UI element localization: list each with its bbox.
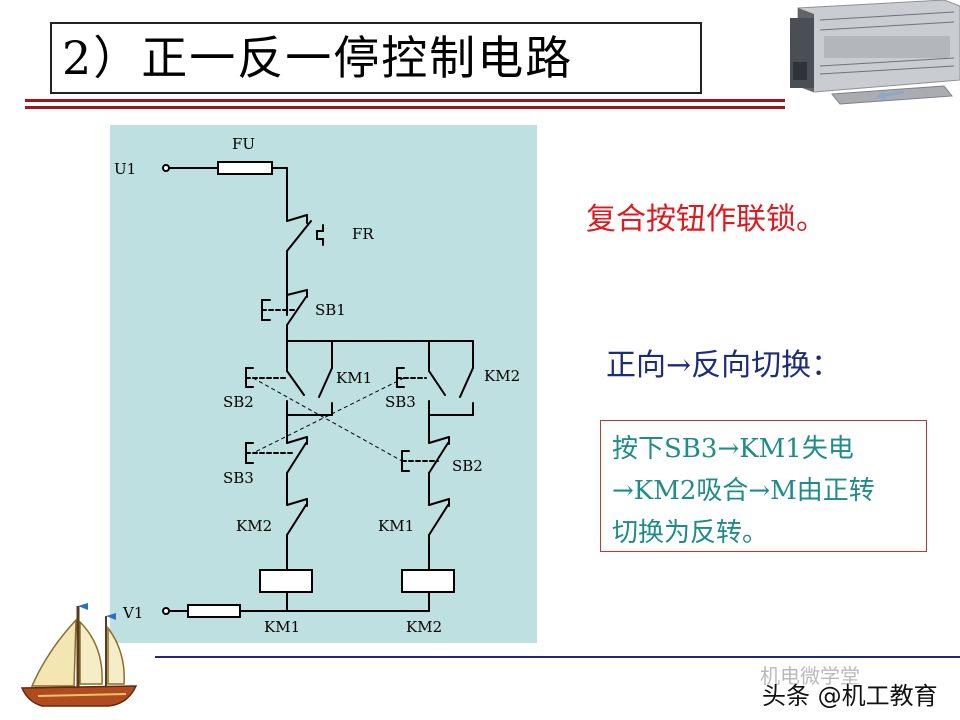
label-sb1: SB1 (315, 301, 346, 319)
label-sb3-upper: SB3 (385, 393, 416, 411)
label-km1-coil: KM1 (264, 618, 300, 636)
switch-heading: 正向→反向切换： (606, 348, 842, 383)
arrow-icon (875, 90, 905, 101)
label-sb2-left: SB2 (223, 393, 254, 411)
label-u1: U1 (114, 160, 136, 178)
label-km1-aux: KM1 (336, 369, 372, 387)
label-v1: V1 (122, 604, 143, 622)
page-title: 2）正一反一停控制电路 (62, 31, 574, 85)
circuit-wiring (162, 161, 474, 618)
label-sb2-lower: SB2 (452, 457, 483, 475)
label-km1-nc: KM1 (378, 517, 414, 535)
title-rule-bottom (25, 106, 785, 109)
label-km2-coil: KM2 (406, 618, 442, 636)
control-circuit-diagram: U1 FU FR SB1 SB2 KM1 SB3 KM2 SB3 SB2 KM2… (110, 125, 537, 643)
watermark-main: 头条 @机工教育 (762, 682, 938, 710)
label-km2-aux: KM2 (484, 367, 520, 385)
explanation-line-3: 切换为反转。 (612, 518, 769, 548)
title-box (50, 22, 702, 94)
watermark-faint: 机电微学堂 (760, 664, 860, 688)
diagram-labels: U1 FU FR SB1 SB2 KM1 SB3 KM2 SB3 SB2 KM2… (114, 135, 520, 636)
label-sb3-lower: SB3 (223, 469, 254, 487)
title-rule-top (25, 99, 785, 102)
footer-rule (155, 656, 960, 658)
label-fr: FR (352, 225, 374, 243)
interlock-links (252, 377, 405, 462)
explanation-box (600, 420, 927, 552)
sailboat-icon (20, 603, 138, 707)
label-fu: FU (232, 135, 255, 153)
explanation-line-2: →KM2吸合→M由正转 (612, 476, 875, 506)
explanation-line-1: 按下SB3→KM1失电 (612, 434, 854, 464)
plc-module-image (790, 0, 960, 105)
interlock-note: 复合按钮作联锁。 (586, 202, 826, 237)
label-km2-nc: KM2 (236, 517, 272, 535)
